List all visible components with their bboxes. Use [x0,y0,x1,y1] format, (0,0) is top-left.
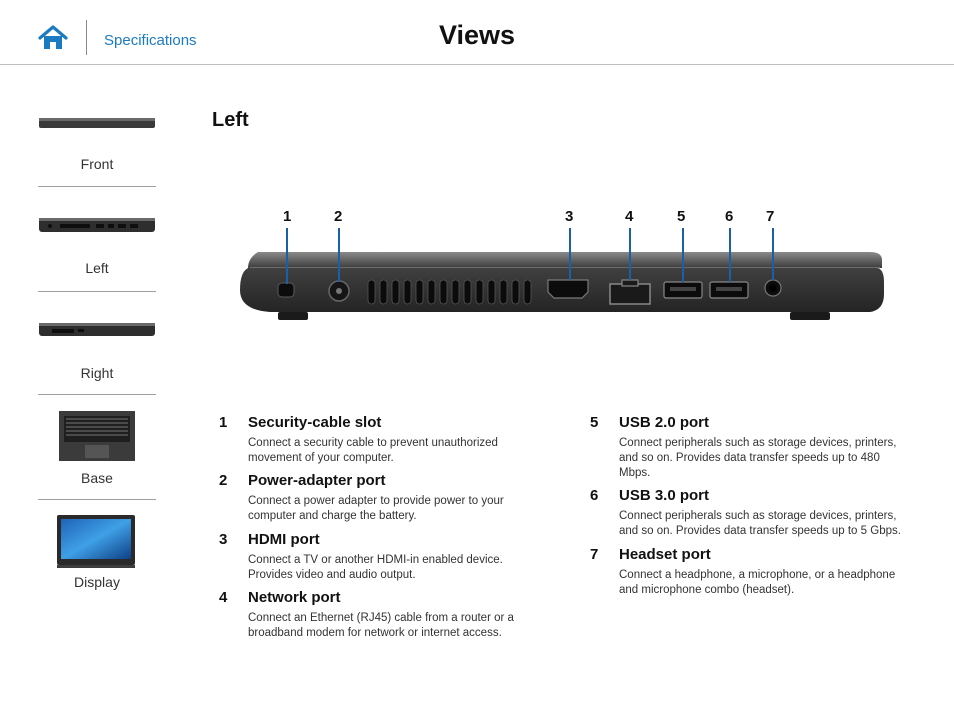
feature-name: USB 2.0 port [619,414,710,431]
feature-description: Connect a headphone, a microphone, or a … [619,569,896,596]
feature-item: 7 Headset port Connect a headphone, a mi… [590,546,910,602]
callout-number: 1 [283,208,292,225]
home-button[interactable] [38,24,68,52]
base-view-thumbnail [59,411,135,461]
page-title: Views [438,20,516,50]
page-header: Specifications Views [0,0,954,65]
sidebar-item-label: Right [80,365,114,381]
home-icon [38,25,68,49]
laptop-left-side-illustration [240,228,884,320]
feature-description: Connect peripherals such as storage devi… [619,437,897,479]
feature-number: 5 [590,414,599,431]
feature-number: 1 [219,414,228,431]
right-view-thumbnail [39,323,155,336]
feature-name: Security-cable slot [248,414,382,431]
feature-item: 5 USB 2.0 port Connect peripherals such … [590,414,910,484]
feature-number: 6 [590,487,599,504]
callout-number: 2 [334,208,343,225]
hdmi-port-shape [547,279,589,299]
feature-item: 1 Security-cable slot Connect a security… [219,414,539,470]
sidebar-item-left[interactable]: Left [38,210,156,288]
feature-description: Connect a power adapter to provide power… [248,495,504,522]
feature-number: 3 [219,531,228,548]
callout-number: 6 [725,208,734,225]
feature-name: USB 3.0 port [619,487,710,504]
feature-item: 2 Power-adapter port Connect a power ada… [219,472,539,528]
header-divider [86,20,87,55]
sidebar-item-label: Left [85,260,109,276]
feature-name: Headset port [619,546,711,563]
front-view-thumbnail [39,118,155,128]
callout-number: 3 [565,208,574,225]
callout-number: 7 [766,208,775,225]
sidebar-item-label: Base [81,470,113,486]
display-view-thumbnail [57,515,135,568]
callout-number: 5 [677,208,686,225]
feature-description: Connect a TV or another HDMI-in enabled … [248,554,503,581]
sidebar-divider [38,394,156,395]
feature-number: 7 [590,546,599,563]
feature-item: 4 Network port Connect an Ethernet (RJ45… [219,589,539,645]
left-view-thumbnail [39,218,155,232]
feature-item: 3 HDMI port Connect a TV or another HDMI… [219,531,539,587]
feature-name: Power-adapter port [248,472,386,489]
sidebar-divider [38,499,156,500]
sidebar-divider [38,291,156,292]
feature-description: Connect an Ethernet (RJ45) cable from a … [248,612,514,639]
feature-description: Connect a security cable to prevent unau… [248,437,498,464]
sidebar-item-base[interactable]: Base [38,408,156,498]
feature-number: 4 [219,589,228,606]
sidebar-item-label: Display [74,574,120,590]
sidebar-item-front[interactable]: Front [38,110,156,185]
feature-name: HDMI port [248,531,320,548]
security-cable-slot-shape [277,282,295,298]
callout-number: 4 [625,208,634,225]
sidebar-item-right[interactable]: Right [38,315,156,391]
sidebar-item-label: Front [80,156,114,172]
sidebar-item-display[interactable]: Display [38,513,156,593]
breadcrumb-specifications[interactable]: Specifications [104,32,197,49]
feature-number: 2 [219,472,228,489]
feature-item: 6 USB 3.0 port Connect peripherals such … [590,487,910,543]
network-port-shape [609,283,651,305]
feature-description: Connect peripherals such as storage devi… [619,510,901,537]
sidebar-divider [38,186,156,187]
feature-name: Network port [248,589,341,606]
section-title: Left [212,109,249,131]
